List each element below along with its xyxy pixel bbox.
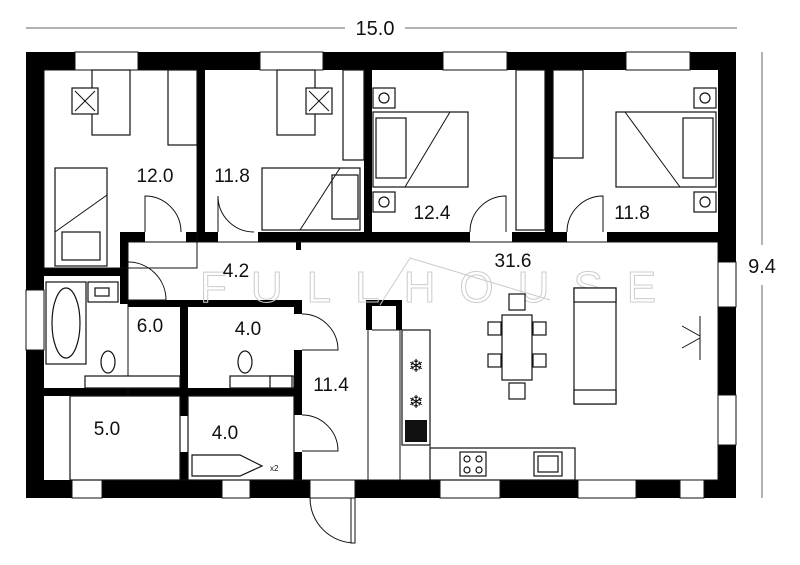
sofa [573,287,617,405]
room-labels: 12.0 11.8 12.4 11.8 31.6 4.2 6.0 4.0 11.… [94,166,650,444]
room-area-storage: 5.0 [94,419,120,440]
room-area-corridor: 11.4 [313,375,349,396]
outer-walls [26,52,736,498]
room-area-wc: 4.0 [235,319,261,340]
interior-walls [44,70,718,480]
dining-table [487,293,547,400]
kitchen-fixtures: ❄ ❄ [401,329,576,481]
room-area-living-kitchen: 31.6 [495,251,532,272]
room-area-bedroom-2: 11.8 [214,166,250,187]
windows [25,51,737,499]
bathroom-fixtures [45,281,295,481]
entrance-door[interactable] [309,479,356,544]
tv [681,316,701,360]
svg-text:❄: ❄ [408,392,423,412]
width-dimension: 15.0 [356,18,395,40]
room-area-hallway: 4.2 [223,261,249,282]
boiler-count-label: x2 [270,464,279,473]
room-area-bedroom-3: 12.4 [414,203,451,224]
svg-text:❄: ❄ [408,356,423,376]
room-area-utility: 4.0 [212,423,238,444]
desk-furniture [71,69,365,161]
room-area-bedroom-1: 12.0 [137,166,174,187]
room-area-bedroom-4: 11.8 [614,203,650,224]
beds [54,69,717,267]
height-dimension: 9.4 [748,256,776,278]
room-area-bathroom: 6.0 [137,316,163,337]
